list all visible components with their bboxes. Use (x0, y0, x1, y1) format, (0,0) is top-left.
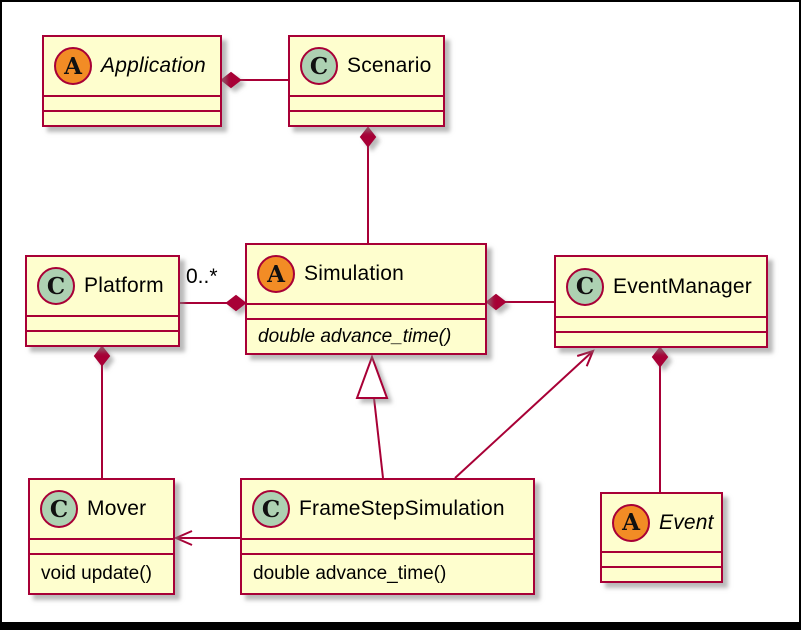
attributes-compartment (242, 538, 533, 553)
class-framestepsimulation-header: C FrameStepSimulation (242, 480, 533, 538)
class-icon: C (252, 490, 290, 528)
generalization-framestep-simulation (355, 354, 389, 479)
multiplicity-label: 0..* (186, 265, 218, 288)
abstract-icon: A (257, 255, 295, 293)
class-icon: C (300, 47, 338, 85)
class-scenario-header: C Scenario (290, 37, 443, 95)
methods-compartment: double advance_time() (242, 553, 533, 593)
abstract-icon: A (612, 503, 650, 542)
method-label: void update() (41, 563, 152, 584)
class-application: A Application (42, 35, 222, 127)
attributes-compartment (247, 303, 485, 318)
class-name: Mover (87, 497, 147, 520)
methods-compartment (44, 110, 220, 125)
methods-compartment (290, 110, 443, 125)
method-label: double advance_time() (258, 325, 452, 347)
class-event: A Event (600, 492, 723, 583)
class-icon: C (37, 267, 75, 305)
class-platform-header: C Platform (27, 257, 178, 315)
class-name: Platform (84, 274, 164, 297)
composition-scenario-simulation (359, 126, 377, 243)
methods-compartment: double advance_time() (247, 318, 485, 353)
composition-eventmanager-event (651, 346, 669, 492)
class-platform: C Platform (25, 255, 180, 347)
class-mover-header: C Mover (30, 480, 173, 538)
attributes-compartment (27, 315, 178, 330)
attributes-compartment (44, 95, 220, 110)
class-framestepsimulation: C FrameStepSimulation double advance_tim… (240, 478, 535, 595)
composition-simulation-eventmanager (485, 293, 554, 311)
class-name: Scenario (347, 54, 432, 77)
composition-simulation-platform (180, 294, 247, 312)
class-name: Event (659, 510, 714, 534)
methods-compartment (556, 331, 766, 346)
class-event-header: A Event (602, 494, 721, 551)
method-label: double advance_time() (253, 563, 447, 584)
abstract-icon: A (54, 47, 92, 85)
attributes-compartment (290, 95, 443, 110)
composition-platform-mover (93, 345, 111, 478)
class-eventmanager-header: C EventManager (556, 257, 766, 316)
attributes-compartment (556, 316, 766, 331)
attributes-compartment (602, 551, 721, 566)
association-framestep-mover (173, 530, 240, 546)
class-name: Application (101, 54, 206, 77)
class-simulation-header: A Simulation (247, 245, 485, 303)
class-eventmanager: C EventManager (554, 255, 768, 348)
attributes-compartment (30, 538, 173, 553)
class-scenario: C Scenario (288, 35, 445, 127)
methods-compartment: void update() (30, 553, 173, 593)
methods-compartment (602, 566, 721, 581)
methods-compartment (27, 330, 178, 345)
class-name: FrameStepSimulation (299, 497, 505, 520)
class-simulation: A Simulation double advance_time() (245, 243, 487, 355)
class-application-header: A Application (44, 37, 220, 95)
class-mover: C Mover void update() (28, 478, 175, 595)
class-icon: C (40, 490, 78, 528)
class-name: EventManager (613, 274, 752, 298)
composition-application-scenario (220, 71, 288, 89)
class-name: Simulation (304, 262, 405, 285)
association-framestep-eventmanager (454, 349, 595, 479)
class-icon: C (566, 267, 604, 306)
